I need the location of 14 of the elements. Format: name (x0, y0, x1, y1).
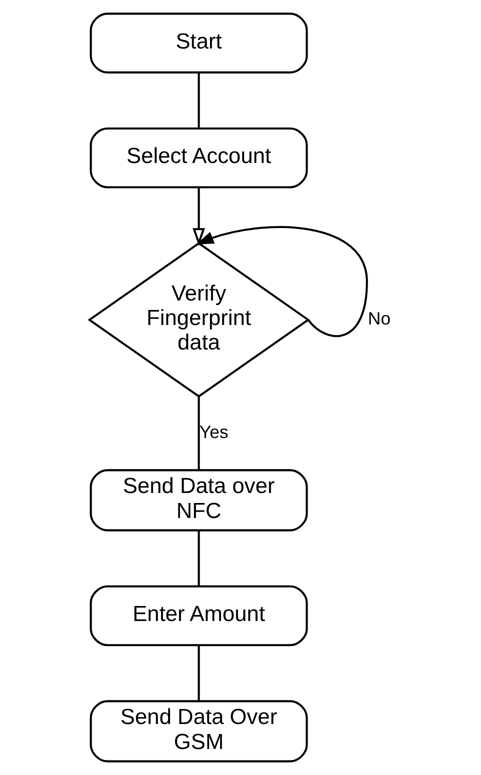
connector (198, 72, 200, 128)
connector (198, 530, 200, 586)
node-box: Send Data over NFC (90, 469, 308, 532)
edge-label: No (368, 308, 391, 328)
node-diamond: Verify Fingerprint data (88, 242, 310, 398)
node-box: Start (90, 12, 308, 74)
node-box: Send Data Over GSM (90, 700, 308, 762)
node-box: Enter Amount (90, 585, 308, 646)
arrow (192, 187, 206, 246)
connector (198, 646, 200, 702)
arrow (196, 226, 368, 337)
edge-label: Yes (199, 422, 228, 442)
connector (198, 396, 200, 470)
node-box: Select Account (90, 127, 308, 188)
